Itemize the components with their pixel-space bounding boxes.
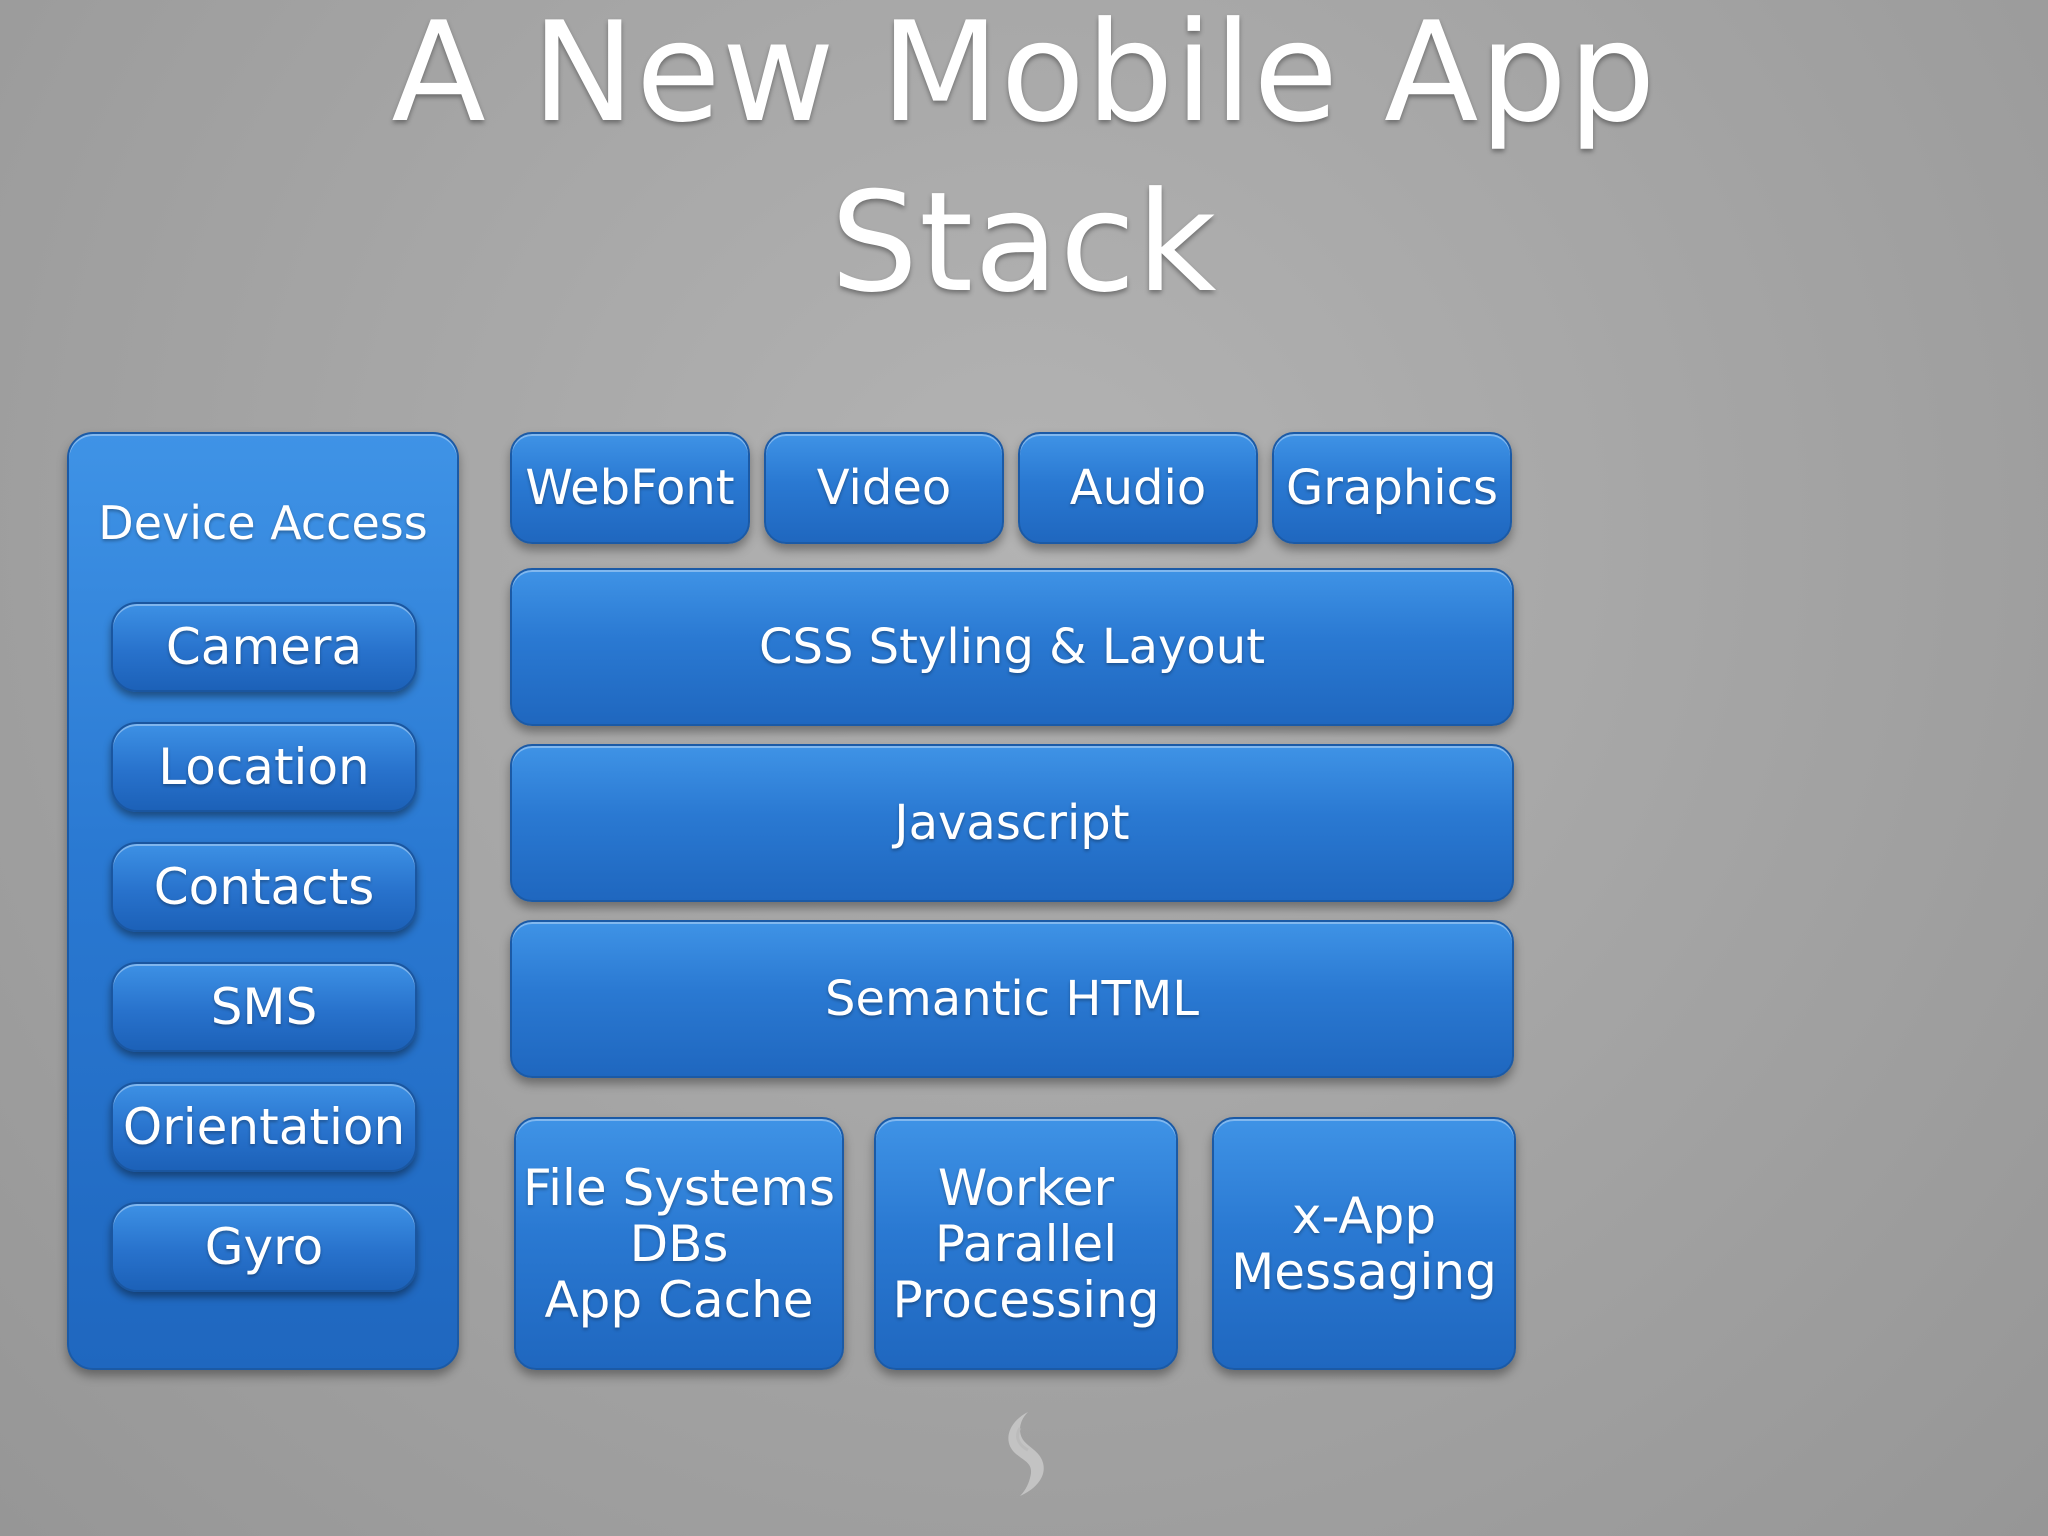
slide-title-line-1: A New Mobile App <box>391 0 1657 153</box>
device-access-panel: Device Access Camera Location Contacts S… <box>67 432 459 1370</box>
webfont-box: WebFont <box>510 432 750 544</box>
storage-box: File Systems DBs App Cache <box>514 1117 844 1370</box>
device-item-orientation: Orientation <box>111 1082 417 1172</box>
slide-title-line-2: Stack <box>830 162 1218 323</box>
semantic-html-layer: Semantic HTML <box>510 920 1514 1078</box>
graphics-box: Graphics <box>1272 432 1512 544</box>
audio-box: Audio <box>1018 432 1258 544</box>
video-box: Video <box>764 432 1004 544</box>
slide-title: A New Mobile App Stack <box>0 0 2048 328</box>
device-item-gyro: Gyro <box>111 1202 417 1292</box>
s-swirl-logo-icon <box>1008 1412 1044 1496</box>
messaging-box: x-App Messaging <box>1212 1117 1516 1370</box>
css-styling-layer: CSS Styling & Layout <box>510 568 1514 726</box>
device-item-contacts: Contacts <box>111 842 417 932</box>
javascript-layer: Javascript <box>510 744 1514 902</box>
device-item-camera: Camera <box>111 602 417 692</box>
device-item-sms: SMS <box>111 962 417 1052</box>
worker-box: Worker Parallel Processing <box>874 1117 1178 1370</box>
device-access-title: Device Access <box>98 496 428 550</box>
device-item-location: Location <box>111 722 417 812</box>
